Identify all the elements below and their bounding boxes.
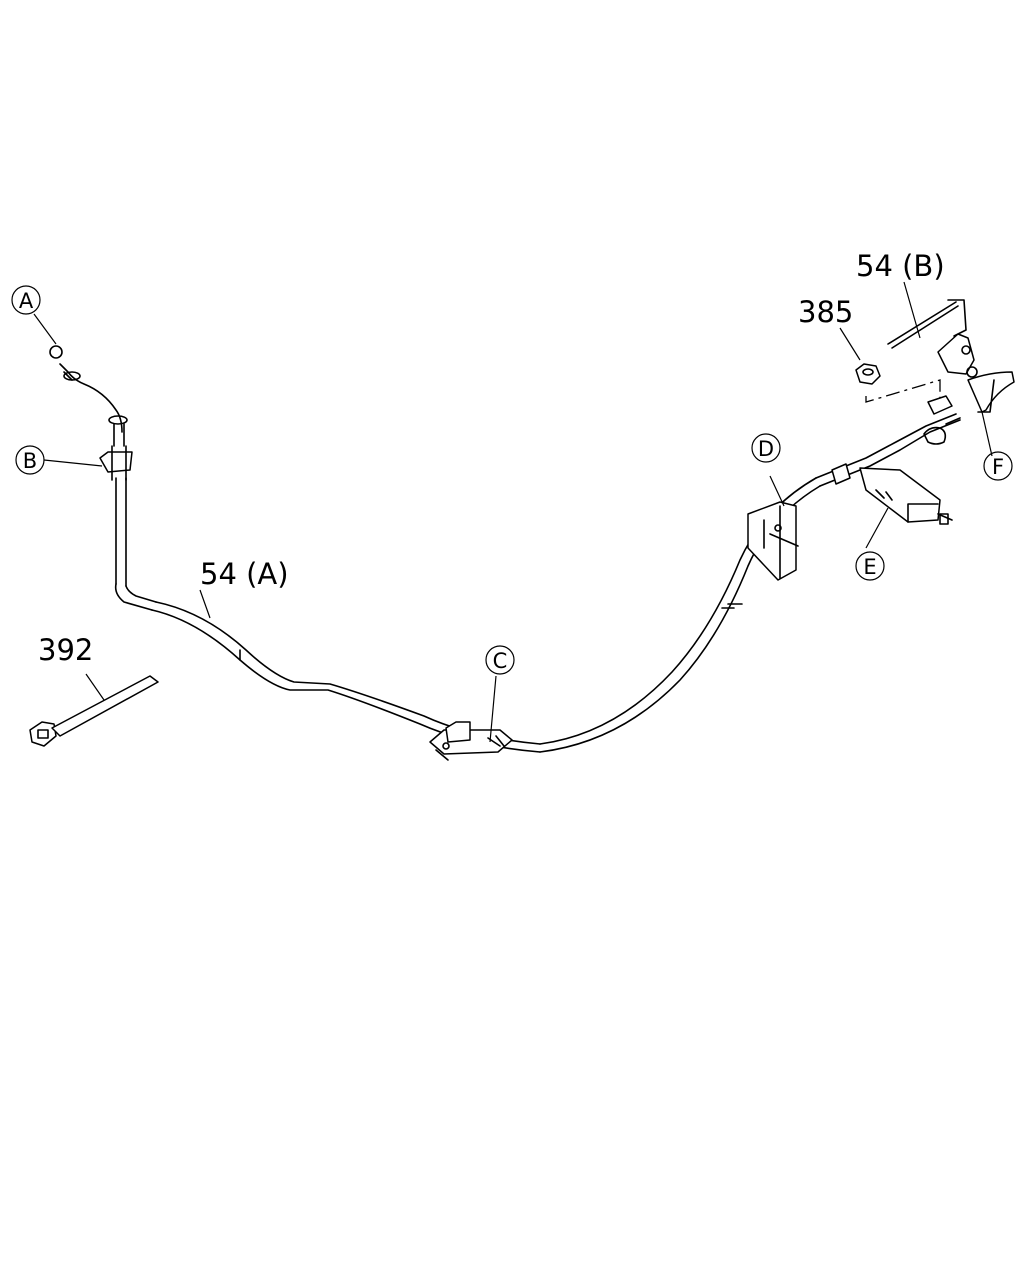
bracket-c	[429, 721, 513, 761]
callout-b: B	[15, 445, 45, 475]
callout-d-letter: D	[758, 437, 774, 461]
callout-c-letter: C	[493, 649, 508, 673]
callout-f: F	[983, 451, 1013, 481]
bracket-f	[923, 299, 1015, 445]
leader-lines	[33, 281, 993, 743]
label-54a: 54 (A)	[200, 557, 289, 591]
label-392: 392	[38, 633, 93, 667]
callout-f-letter: F	[992, 455, 1004, 479]
callout-b-letter: B	[23, 449, 37, 473]
equalizer-e	[831, 463, 953, 525]
nut-385	[855, 363, 953, 415]
callout-e: E	[855, 551, 885, 581]
cable-tie-392	[29, 675, 159, 747]
label-54b: 54 (B)	[856, 249, 945, 283]
callout-d: D	[751, 433, 781, 463]
cable-54a	[49, 345, 961, 753]
callout-a: A	[11, 285, 41, 315]
label-385: 385	[798, 295, 853, 329]
callout-e-letter: E	[863, 555, 876, 579]
callout-a-letter: A	[19, 289, 34, 313]
callout-c: C	[485, 645, 515, 675]
bracket-d	[747, 501, 799, 581]
rod-54b	[887, 301, 959, 349]
